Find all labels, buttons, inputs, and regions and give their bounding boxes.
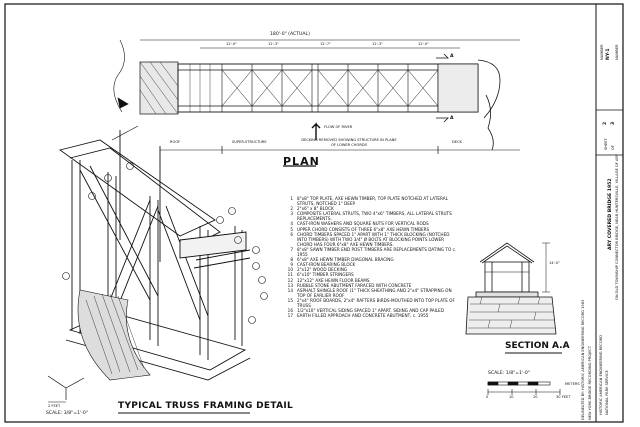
title-location: ON OLD TOWNSHIP CONNECTOR BRIDGE, NEAR H…: [615, 154, 619, 300]
scale-tick-30: 30 FEET: [556, 395, 571, 399]
note-number: 13: [287, 282, 293, 288]
list-item: 10 2"x12" WOOD DECKING: [283, 267, 458, 272]
list-item: 11 6"x10" TIMBER STRINGERS: [283, 272, 458, 277]
note-text: RUBBLE STONE ABUTMENT FARACED WITH CONCR…: [297, 282, 412, 288]
plan-dim-2: 12'-3": [268, 42, 279, 46]
note-text: 1/2"x10" VERTICAL SIDING SPACED 1" APART…: [297, 308, 445, 314]
note-text: COMPOSITE LATERAL STRUTS, TWO 4"x6" TIMB…: [297, 211, 452, 222]
bottom-mark: NUMBER: [615, 44, 619, 60]
plan-view: [111, 39, 520, 154]
list-item: 13 RUBBLE STONE ABUTMENT FARACED WITH CON…: [283, 283, 458, 288]
note-number: 2: [290, 206, 293, 212]
flow-label: FLOW OF RIVER: [324, 125, 353, 129]
note-text: ASPHALT SHINGLE ROOF (1" THICK SHEATHING…: [297, 287, 452, 298]
zone-roof: ROOF: [170, 140, 181, 144]
note-text: CAST-IRON BEARING BLOCK: [297, 262, 356, 268]
title-program: NATIONAL PARK SERVICE: [605, 370, 609, 415]
note-text: EARTH FILLED APPROACH AND CONCRETE ABUTM…: [297, 313, 429, 319]
zone-deck: DECK: [452, 140, 462, 144]
top-mark: NUMBER: [600, 44, 604, 60]
note-text: 6"x10" TIMBER STRINGERS: [297, 272, 354, 278]
sheet-border: [4, 3, 624, 423]
note-text: 8"x8" SAWN TIMBER END POST TIMBERS ARE R…: [297, 246, 457, 258]
scale-tick-0: 0: [486, 395, 489, 399]
truss-framing-drawing: [47, 130, 268, 403]
axis-indicator: [47, 375, 85, 400]
title-agency: HISTORIC AMERICAN ENGINEERING RECORD: [599, 334, 603, 415]
list-item: 4 CAST-IRON WASHERS AND SQUARE NUTS FOR V…: [283, 221, 458, 226]
note-number: 5: [290, 226, 293, 232]
title-bridge: ARY COVERED BRIDGE 1952: [608, 178, 613, 250]
note-text: 2"x6" x 8" BLOCK: [297, 206, 334, 212]
title-side-note: NEW YORK BRIDGE RECORDING PROJECT: [588, 345, 592, 420]
haer-number: NY-1: [606, 48, 611, 60]
plan-title: PLAN: [283, 155, 320, 168]
section-height-dim: 14'-0": [549, 261, 560, 265]
truss-scale-bar-label: 2 FEET: [48, 404, 61, 408]
note-text: UPPER CHORD CONSISTS OF THREE 6"x8" AXE …: [297, 226, 430, 232]
notes-list: 1 8"x8" TOP PLATE, AXE HEWN TIMBER, TOP P…: [283, 196, 458, 318]
scale-tick-10: 10: [509, 395, 514, 399]
note-text: CHORD TIMBERS SPACED 1" APART WITH 1" TH…: [297, 231, 450, 247]
note-number: 8: [290, 257, 293, 263]
note-text: 6"x8" AXE HEWN TIMBER DIAGONAL BRACING: [297, 257, 394, 263]
note-number: 3: [290, 211, 293, 217]
list-item: 8 6"x8" AXE HEWN TIMBER DIAGONAL BRACING: [283, 257, 458, 262]
note-number: 9: [290, 262, 293, 268]
list-item: 7 8"x8" SAWN TIMBER END POST TIMBERS ARE …: [283, 247, 458, 257]
scale-tick-20: 20: [533, 395, 538, 399]
section-title: SECTION A.A: [505, 341, 570, 351]
sheet-label: SHEET: [604, 138, 608, 150]
plan-dim-5: 12'-0": [418, 42, 429, 46]
plan-overall-dimension: 180'-0" (ACTUAL): [270, 32, 310, 37]
list-item: 9 CAST-IRON BEARING BLOCK: [283, 262, 458, 267]
sheet-number: 2: [603, 121, 608, 125]
sheet-of: OF: [611, 145, 615, 150]
list-item: 15 2"x4" ROOF BOARDS, 2"x4" RAFTERS BIRDS…: [283, 298, 458, 308]
note-text: 2"x4" ROOF BOARDS, 2"x4" RAFTERS BIRDS-M…: [297, 297, 455, 308]
list-item: 17 EARTH FILLED APPROACH AND CONCRETE ABU…: [283, 313, 458, 318]
section-mark-bottom: A: [450, 116, 454, 121]
note-number: 4: [290, 221, 293, 227]
plan-dim-1: 12'-0": [226, 42, 237, 46]
note-text: 8"x8" TOP PLATE, AXE HEWN TIMBER, TOP PL…: [297, 196, 448, 207]
list-item: 12 12"x12" AXE HEWN FLOOR BEAMS: [283, 278, 458, 283]
note-number: 14: [287, 287, 293, 293]
note-number: 15: [287, 297, 293, 303]
list-item: 2 2"x6" x 8" BLOCK: [283, 206, 458, 211]
plan-dim-4: 12'-3": [372, 42, 383, 46]
list-item: 1 8"x8" TOP PLATE, AXE HEWN TIMBER, TOP P…: [283, 196, 458, 206]
note-text: CAST-IRON WASHERS AND SQUARE NUTS FOR VE…: [297, 221, 429, 227]
graphic-scale: [487, 381, 561, 395]
note-number: 16: [287, 308, 293, 314]
section-mark-top: A: [450, 54, 454, 59]
note-number: 17: [287, 313, 293, 319]
zone-superstructure: SUPER-STRUCTURE: [232, 140, 267, 144]
sheet-total: 3: [611, 121, 616, 125]
note-text: 2"x12" WOOD DECKING: [297, 267, 348, 273]
note-number: 6: [290, 231, 293, 237]
note-number: 12: [287, 277, 293, 283]
list-item: 3 COMPOSITE LATERAL STRUTS, TWO 4"x6" TIM…: [283, 211, 458, 221]
truss-detail-title: TYPICAL TRUSS FRAMING DETAIL: [118, 401, 294, 411]
note-number: 1: [290, 196, 293, 201]
section-scale: SCALE: 1/8"=1'-0": [488, 371, 530, 376]
note-text: 12"x12" AXE HEWN FLOOR BEAMS: [297, 277, 370, 283]
list-item: 5 UPPER CHORD CONSISTS OF THREE 6"x8" AXE…: [283, 227, 458, 232]
truss-scale: SCALE: 3/8"=1'-0": [46, 411, 88, 416]
plan-dim-3: 12'-7": [320, 42, 331, 46]
list-item: 14 ASPHALT SHINGLE ROOF (1" THICK SHEATHI…: [283, 288, 458, 298]
north-arrow: [117, 97, 129, 109]
section-view: [465, 242, 557, 335]
note-number: 7: [290, 246, 293, 252]
scale-meters: METERS: [565, 382, 580, 386]
flow-arrow: [311, 122, 321, 140]
note-number: 11: [287, 272, 293, 278]
decking-note: DECKING REMOVED SHOWING STRUCTURE IN PLA…: [301, 138, 397, 147]
title-drawn: DELINEATED BY: HISTORIC AMERICAN ENGINEE…: [581, 299, 585, 420]
list-item: 6 CHORD TIMBERS SPACED 1" APART WITH 1" T…: [283, 232, 458, 247]
list-item: 16 1/2"x10" VERTICAL SIDING SPACED 1" APA…: [283, 308, 458, 313]
note-number: 10: [287, 267, 293, 273]
